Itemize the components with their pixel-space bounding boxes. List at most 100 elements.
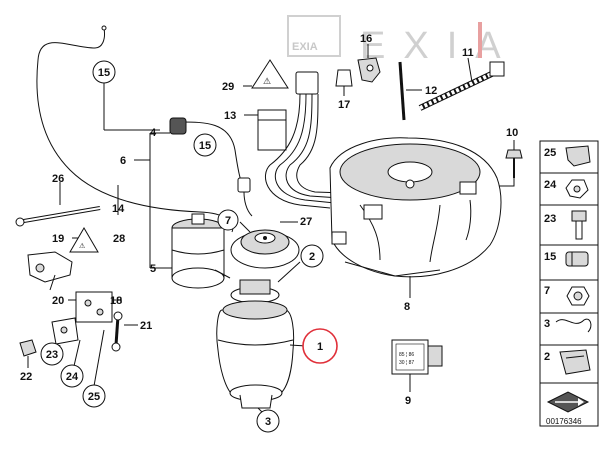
hose-line	[36, 27, 234, 233]
callout-25-ring	[82, 384, 106, 408]
sensor-body	[27, 251, 73, 283]
spring-bellows-top	[222, 300, 288, 320]
label-9: 9	[405, 395, 411, 407]
housing-mount-2	[459, 181, 477, 195]
label-13: 13	[224, 110, 236, 122]
module-pin-labels: 85 ¦ 86	[399, 352, 414, 358]
warning-triangle-28	[69, 227, 99, 253]
arrow-icon	[578, 398, 584, 406]
compressor-housing	[329, 137, 502, 298]
panel-label-15: 15	[544, 251, 556, 263]
callout-15b-ring	[193, 133, 217, 157]
clip-body	[19, 339, 37, 357]
sensor-arm	[49, 274, 56, 291]
callout-15a: 15	[98, 67, 110, 79]
warning-triangle-29	[251, 59, 289, 89]
label-12: 12	[425, 85, 437, 97]
leader-3	[257, 407, 263, 413]
rod-12	[398, 61, 406, 121]
callout-23: 23	[46, 349, 58, 361]
label-16: 16	[360, 33, 372, 45]
strap-body	[418, 67, 502, 111]
housing-center	[387, 161, 433, 183]
harness-connector	[169, 117, 187, 135]
panel-label-3: 3	[544, 318, 550, 330]
cable-tie-head	[15, 217, 25, 227]
cable-tie	[15, 182, 101, 227]
rod-bottom-end	[111, 342, 121, 352]
clip-22	[19, 339, 37, 368]
callout-3: 3	[265, 416, 271, 428]
hose-end	[101, 25, 107, 31]
label-28: 28	[113, 233, 125, 245]
module-face	[395, 343, 425, 371]
reservoir-seam	[171, 249, 225, 255]
label-5: 5	[150, 263, 156, 275]
control-module: 85 ¦ 86 30 ¦ 87	[391, 339, 443, 392]
hose-assembly	[36, 25, 234, 233]
callout-7-ring	[217, 209, 239, 231]
panel-bracket-line	[565, 355, 585, 359]
callout-2: 2	[309, 251, 315, 263]
callout-15b: 15	[199, 140, 211, 152]
reservoir-valve	[191, 213, 205, 225]
group-bracket	[117, 132, 182, 269]
wire-b	[274, 93, 336, 204]
watermark-accent	[478, 22, 482, 58]
label-19: 19	[52, 233, 64, 245]
relay-13	[257, 109, 287, 151]
wire-d	[296, 93, 346, 194]
pressure-reservoir	[171, 213, 231, 289]
sensor-hole	[35, 263, 45, 273]
spring-top-plate	[239, 279, 271, 295]
panel-label-2: 2	[544, 351, 550, 363]
callout-1: 1	[317, 341, 323, 353]
watermark: EXIA EXIA	[287, 15, 519, 67]
housing-bolt	[405, 179, 415, 189]
leader-25	[93, 329, 105, 387]
callout-23-ring	[40, 342, 64, 366]
panel-clip-icon	[565, 145, 591, 167]
leader-10b	[496, 178, 515, 187]
callout-2-ring	[300, 244, 324, 268]
label-18: 18	[110, 295, 122, 307]
label-14: 14	[112, 203, 125, 215]
harness-plug	[237, 177, 251, 193]
panel-label-25: 25	[544, 147, 556, 159]
panel-bolt-head	[571, 210, 587, 222]
spring-fold	[217, 339, 294, 346]
warning-icon-29: ⚠	[263, 76, 271, 86]
label-6: 6	[120, 155, 126, 167]
reservoir-bottom	[171, 267, 225, 289]
callout-24-ring	[60, 364, 84, 388]
panel-bolt-shank	[575, 220, 583, 240]
top-mount	[230, 221, 300, 269]
connector-block	[295, 71, 319, 95]
bracket-hole-1	[84, 299, 92, 307]
watermark-badge-text: EXIA	[292, 41, 318, 53]
spring-bellows	[216, 309, 295, 393]
callout-24: 24	[66, 371, 79, 383]
bolt-head	[505, 149, 523, 159]
wire-harness	[169, 117, 253, 217]
relay-harness: ⚠	[243, 44, 381, 209]
panel-label-24: 24	[544, 179, 557, 191]
callout-15a-ring	[92, 60, 116, 84]
housing-mount-3	[331, 231, 347, 245]
label-4: 4	[150, 127, 157, 139]
clip-16-hole	[366, 64, 374, 72]
watermark-text: EXIA	[360, 25, 519, 67]
threaded-rod	[398, 61, 422, 121]
housing-flange	[344, 261, 441, 277]
label-20: 20	[52, 295, 64, 307]
panel-label-23: 23	[544, 213, 556, 225]
strap-buckle	[489, 61, 505, 77]
leader-24	[73, 339, 81, 367]
plain-labels: 16 11 29 17 12 13 4 6 10 26 14 27 19 28 …	[20, 33, 518, 407]
callout-3-ring	[256, 409, 280, 433]
mount-hole	[60, 326, 68, 334]
leader-11	[467, 57, 473, 83]
housing-mount-1	[363, 204, 383, 220]
cable-tie-inner	[17, 207, 101, 223]
